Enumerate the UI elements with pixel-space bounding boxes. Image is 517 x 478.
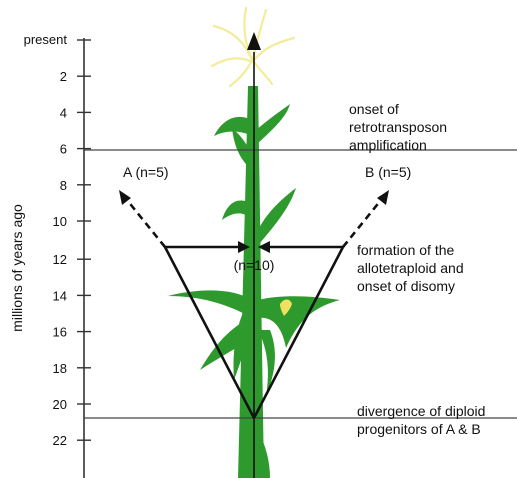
lineage-b-arrowhead: [377, 190, 389, 205]
allotetraploid-line-1: formation of the: [357, 242, 454, 258]
allotetraploid-center-label: (n=10): [234, 257, 275, 273]
retrotransposon-line-3: amplification: [349, 137, 427, 153]
axis-tick-label-8: 8: [60, 178, 67, 193]
axis-tick-label-22: 22: [53, 433, 67, 448]
allotetraploid-annotation: formation of the allotetraploid and onse…: [357, 242, 464, 294]
axis-tick-label-18: 18: [53, 361, 67, 376]
retrotransposon-line-1: onset of: [349, 101, 399, 117]
axis-tick-label-2: 2: [60, 69, 67, 84]
axis-tick-label-12: 12: [53, 252, 67, 267]
divergence-line-2: progenitors of A & B: [357, 421, 481, 437]
divergence-annotation: divergence of diploid progenitors of A &…: [357, 403, 485, 437]
axis-title: millions of years ago: [9, 204, 25, 332]
allotetraploid-line-3: onset of disomy: [357, 278, 455, 294]
axis-tick-label-10: 10: [53, 214, 67, 229]
axis-tick-label-14: 14: [53, 288, 67, 303]
lineage-a-arrowhead: [119, 190, 131, 205]
axis-tick-label-16: 16: [53, 325, 67, 340]
divergence-line-1: divergence of diploid: [357, 403, 485, 419]
axis-tick-label-4: 4: [60, 105, 67, 120]
retrotransposon-annotation: onset of retrotransposon amplification: [349, 101, 447, 153]
retrotransposon-line-2: retrotransposon: [349, 119, 447, 135]
time-axis: present 2 4 6 8 10 12 14 16 18 20 22 millions of y…: [9, 32, 91, 478]
lineage-a-dashed-continuation: [127, 200, 165, 247]
axis-tick-label-6: 6: [60, 142, 67, 157]
lineage-b-dashed-continuation: [343, 200, 381, 247]
allotetraploid-line-2: allotetraploid and: [357, 260, 464, 276]
present-label: present: [24, 32, 68, 47]
axis-tick-label-20: 20: [53, 397, 67, 412]
lineage-a-label: A (n=5): [123, 164, 169, 180]
lineage-b-label: B (n=5): [365, 164, 411, 180]
